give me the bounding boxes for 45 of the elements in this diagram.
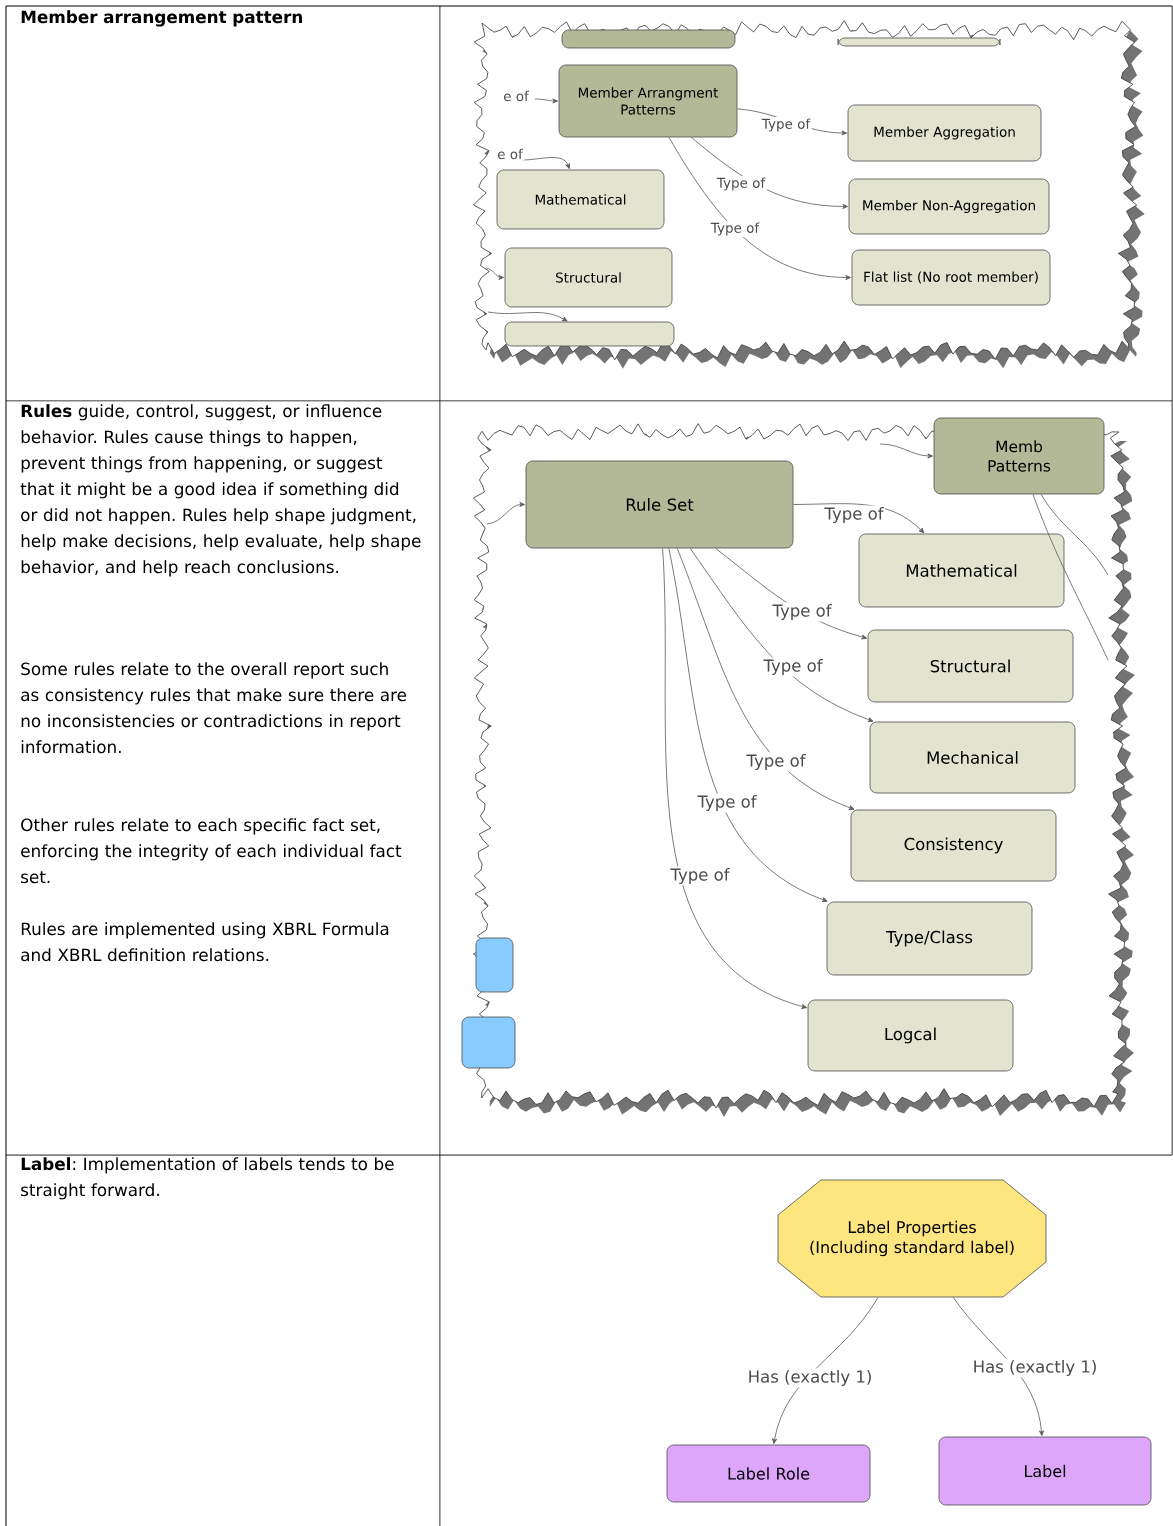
process-box: Type/Class [826,901,1033,976]
arrow [486,502,525,525]
edge-label: e of [495,147,525,161]
process-box: Label [938,1436,1152,1506]
arrow [662,548,808,1009]
process-box: Structural [867,629,1074,703]
arrow [668,137,851,280]
box-shape [561,29,736,49]
arrow [690,137,848,209]
paragraph: Rules guide, control, suggest, or influence behavior. Rules cause things to happen, prevent things from happening, or suggest that it might be a good idea if something did or did not happen. Rules help shape judgment, help make decisions, help evaluate, help shape behavior, and help reach conclusions. [20,404,421,577]
paragraph: Other rules relate to each specific fact set, enforcing the integrity of each individual fact set. [21,818,402,884]
paragraph: Some rules relate to the overall report such as consistency rules that make sure there are no inconsistencies or contradictions in report information. [21,662,407,754]
arrow [952,1296,1044,1436]
box-shape [475,937,514,993]
arrow [487,311,568,322]
process-box: Rule Set [525,460,794,549]
arrow [772,1296,879,1444]
arrow [676,548,855,810]
paragraph: Rules are implemented using XBRL Formula and XBRL definition relations. [21,922,389,962]
process-box: Member Non-Aggregation [848,178,1050,235]
process-box: Member Aggregation [847,104,1042,162]
arrow [534,98,558,104]
process-box: Consistency [850,809,1057,882]
arrow [521,157,570,170]
process-box: Mechanical [869,721,1076,794]
process-box: Mathematical [496,169,665,230]
arrow [485,267,504,280]
octagon-node: Label Properties (Including standard label) [777,1179,1047,1298]
arrow [689,548,874,722]
process-box: Mathematical [858,533,1065,608]
arrow [879,443,933,459]
arrow [793,503,925,534]
arrow [668,548,828,902]
paragraph: Label: Implementation of labels tends to be straight forward. [21,1157,394,1200]
box-shape [504,321,675,347]
paragraph: Member arrangement pattern [21,10,302,27]
process-box: Memb Patterns [933,417,1105,495]
box-shape [837,37,1001,47]
box-shape [461,1016,516,1069]
process-box: Flat list (No root member) [851,249,1051,306]
process-box: Member Arrangment Patterns [558,64,738,138]
process-box: Logcal [807,999,1014,1072]
edge-label: e of [501,89,531,103]
process-box: Label Role [666,1444,871,1503]
process-box: Structural [504,247,673,308]
